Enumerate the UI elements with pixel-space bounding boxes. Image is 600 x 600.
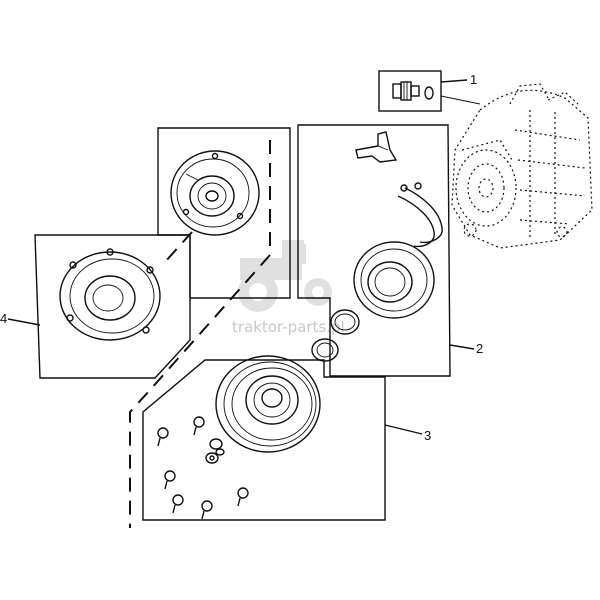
callout-3: 3 — [424, 428, 431, 443]
assembly-centerline — [129, 140, 271, 528]
hub-panel — [157, 127, 291, 299]
watermark-text: traktor-parts.pl — [232, 318, 345, 336]
callout-4: 4 — [0, 311, 7, 326]
part-4-clutch-plate-panel — [7, 234, 191, 379]
part-2-field-coil-panel — [297, 124, 475, 377]
watermark-logo — [238, 240, 332, 312]
compressor-body — [451, 83, 593, 249]
bolts — [157, 416, 249, 520]
callout-2: 2 — [476, 341, 483, 356]
callout-1: 1 — [470, 72, 477, 87]
part-3-pulley-panel — [142, 355, 423, 521]
assembly-centerline-branch — [164, 231, 193, 263]
part-1-fitting-box — [378, 70, 481, 112]
